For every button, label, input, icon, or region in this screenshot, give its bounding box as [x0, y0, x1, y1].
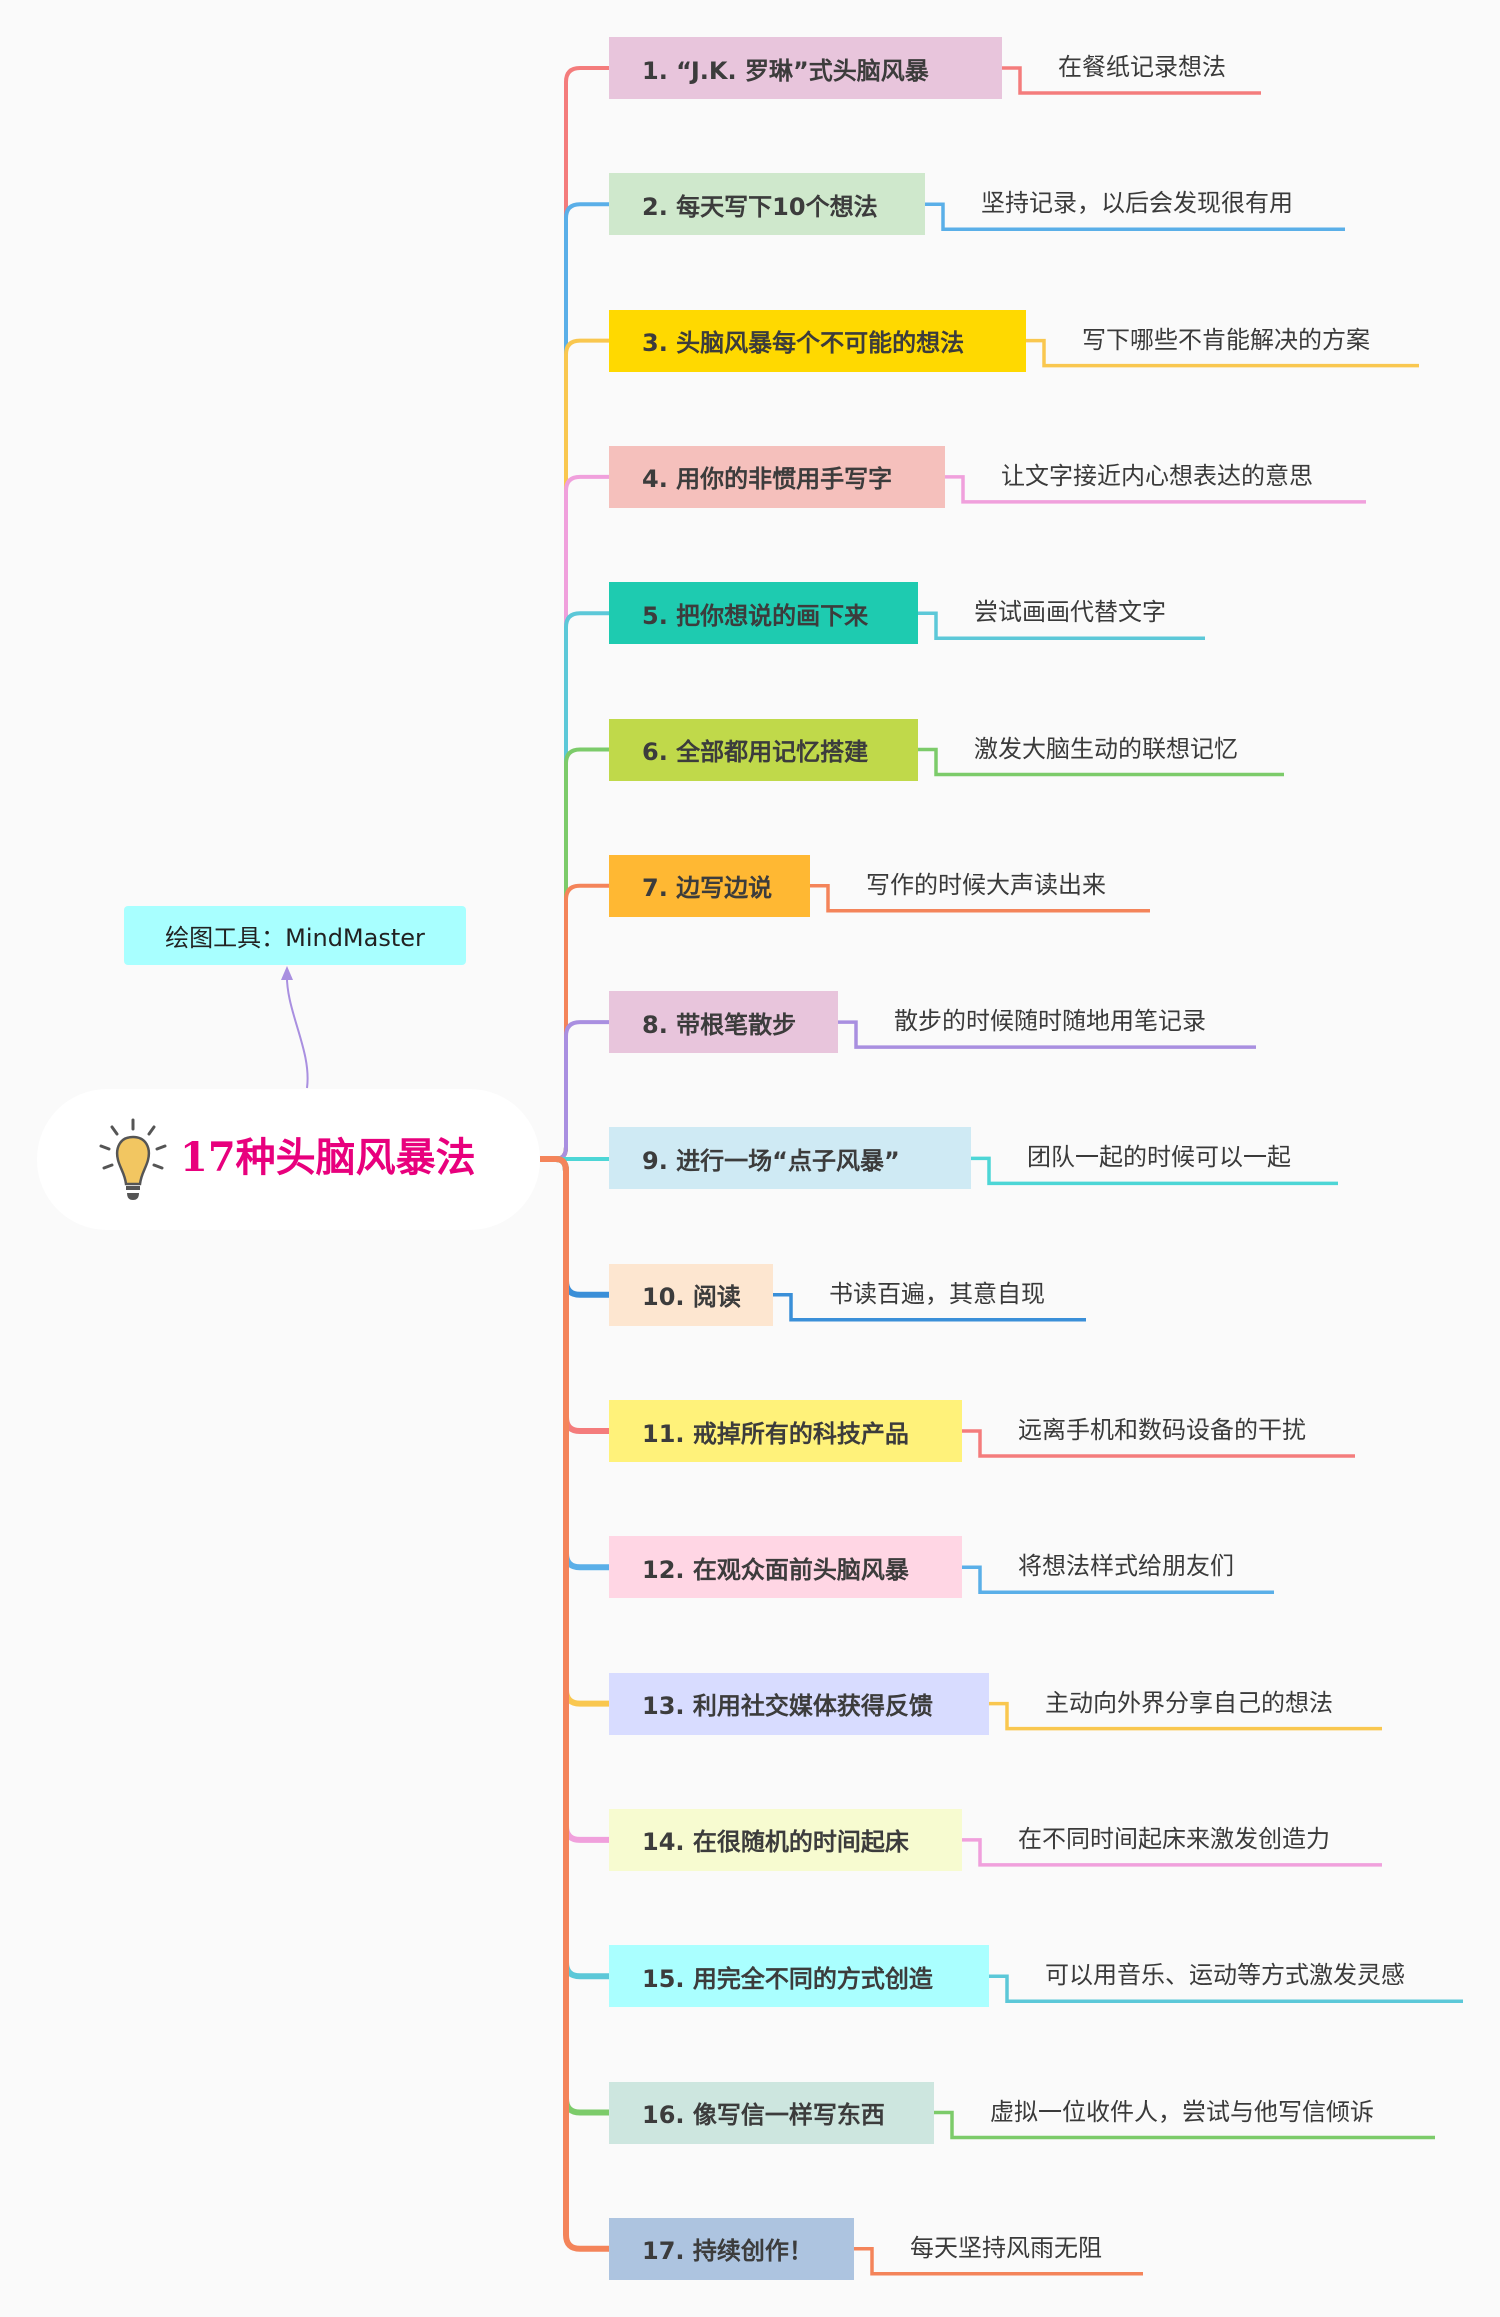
- detail-underline: [838, 1020, 1256, 1049]
- branch-topic-label: 16. 像写信一样写东西: [642, 2101, 885, 2129]
- branch-detail-14[interactable]: 在不同时间起床来激发创造力: [1018, 1824, 1330, 1853]
- branch-topic-5[interactable]: 5. 把你想说的画下来: [609, 582, 918, 645]
- detail-underline: [971, 1156, 1338, 1186]
- branch-detail-7[interactable]: 写作的时候大声读出来: [866, 870, 1106, 899]
- branch-detail-5[interactable]: 尝试画画代替文字: [974, 598, 1166, 627]
- branch-topic-label: 14. 在很随机的时间起床: [642, 1828, 909, 1857]
- branch-topic-label: 9. 进行一场“点子风暴”: [642, 1146, 900, 1175]
- detail-underline: [945, 475, 1366, 504]
- branch-topic-12[interactable]: 12. 在观众面前头脑风暴: [609, 1536, 962, 1599]
- detail-underline: [918, 611, 1205, 640]
- branch-topic-label: 7. 边写边说: [642, 874, 773, 903]
- branch-detail-17[interactable]: 每天坚持风雨无阻: [910, 2233, 1102, 2262]
- branch-connector: [540, 1156, 609, 1843]
- branch-detail-4[interactable]: 让文字接近内心想表达的意思: [1001, 461, 1313, 490]
- branch-detail-13[interactable]: 主动向外界分享自己的想法: [1045, 1688, 1333, 1717]
- lightbulb-icon: [99, 1118, 167, 1200]
- detail-underline: [854, 2247, 1143, 2276]
- branch-topic-15[interactable]: 15. 用完全不同的方式创造: [609, 1945, 989, 2008]
- branch-topic-label: 12. 在观众面前头脑风暴: [642, 1555, 909, 1584]
- detail-underline: [918, 747, 1284, 777]
- branch-topic-label: 1. “J.K. 罗琳”式头脑风暴: [642, 56, 929, 85]
- branch-topic-14[interactable]: 14. 在很随机的时间起床: [609, 1808, 962, 1871]
- detail-underline: [925, 202, 1345, 232]
- branch-topic-17[interactable]: 17. 持续创作！: [609, 2217, 854, 2280]
- branch-connector: [540, 1156, 609, 2116]
- detail-underline: [1002, 66, 1261, 95]
- branch-detail-6[interactable]: 激发大脑生动的联想记忆: [974, 734, 1238, 763]
- tool-note-arrow: [285, 971, 309, 1089]
- branch-connector: [540, 747, 609, 1161]
- detail-underline: [962, 1838, 1382, 1867]
- branch-topic-label: 10. 阅读: [642, 1283, 741, 1312]
- branch-topic-7[interactable]: 7. 边写边说: [609, 854, 810, 917]
- branch-connector: [540, 1156, 609, 1571]
- branch-topic-label: 17. 持续创作！: [642, 2237, 813, 2266]
- branch-topic-label: 15. 用完全不同的方式创造: [642, 1964, 933, 1993]
- branch-topic-11[interactable]: 11. 戒掉所有的科技产品: [609, 1400, 962, 1462]
- branch-detail-15[interactable]: 可以用音乐、运动等方式激发灵感: [1045, 1961, 1405, 1990]
- branch-detail-12[interactable]: 将想法样式给朋友们: [1018, 1552, 1234, 1581]
- branch-topic-13[interactable]: 13. 利用社交媒体获得反馈: [609, 1672, 989, 1735]
- branch-detail-1[interactable]: 在餐纸记录想法: [1058, 53, 1226, 81]
- branch-topic-label: 8. 带根笔散步: [642, 1010, 797, 1039]
- branch-detail-9[interactable]: 团队一起的时候可以一起: [1027, 1143, 1291, 1172]
- branch-topic-2[interactable]: 2. 每天写下10个想法: [609, 173, 925, 236]
- branch-topic-16[interactable]: 16. 像写信一样写东西: [609, 2081, 934, 2144]
- branch-topic-label: 5. 把你想说的画下来: [642, 601, 869, 630]
- branch-topic-10[interactable]: 10. 阅读: [609, 1263, 773, 1326]
- branch-connector: [540, 474, 609, 1161]
- branch-connector: [540, 1156, 609, 2252]
- branch-topic-label: 6. 全部都用记忆搭建: [642, 738, 869, 766]
- tool-note-callout[interactable]: 绘图工具：MindMaster: [124, 906, 466, 965]
- branch-connector: [540, 202, 609, 1161]
- branch-detail-2[interactable]: 坚持记录，以后会发现很有用: [981, 189, 1293, 218]
- detail-underline: [773, 1292, 1086, 1322]
- branch-topic-label: 11. 戒掉所有的科技产品: [642, 1419, 909, 1448]
- branch-topic-4[interactable]: 4. 用你的非惯用手写字: [609, 445, 945, 508]
- branch-topic-8[interactable]: 8. 带根笔散步: [609, 991, 838, 1054]
- branch-topic-6[interactable]: 6. 全部都用记忆搭建: [609, 718, 918, 781]
- branch-topic-label: 3. 头脑风暴每个不可能的想法: [642, 329, 965, 358]
- detail-underline: [989, 1701, 1382, 1731]
- detail-underline: [962, 1429, 1355, 1458]
- detail-underline: [989, 1974, 1463, 2003]
- branch-detail-11[interactable]: 远离手机和数码设备的干扰: [1018, 1416, 1306, 1444]
- detail-underline: [934, 2110, 1435, 2140]
- branch-detail-8[interactable]: 散步的时候随时随地用笔记录: [894, 1007, 1206, 1036]
- branch-topic-3[interactable]: 3. 头脑风暴每个不可能的想法: [609, 309, 1026, 372]
- branch-topic-1[interactable]: 1. “J.K. 罗琳”式头脑风暴: [609, 37, 1002, 99]
- central-topic-title: 17种头脑风暴法: [180, 1134, 476, 1181]
- branch-detail-16[interactable]: 虚拟一位收件人，尝试与他写信倾诉: [990, 2097, 1374, 2126]
- branch-detail-10[interactable]: 书读百遍，其意自现: [829, 1279, 1045, 1308]
- detail-underline: [1026, 338, 1419, 368]
- detail-underline: [962, 1565, 1274, 1595]
- branch-detail-3[interactable]: 写下哪些不肯能解决的方案: [1082, 325, 1370, 354]
- branch-connector: [540, 1020, 609, 1161]
- branch-topic-label: 4. 用你的非惯用手写字: [642, 465, 893, 494]
- arrowhead-icon: [281, 966, 293, 980]
- branch-connector: [540, 1156, 609, 1298]
- branch-topic-9[interactable]: 9. 进行一场“点子风暴”: [609, 1127, 971, 1190]
- branch-topic-label: 13. 利用社交媒体获得反馈: [642, 1692, 933, 1721]
- branch-topic-label: 2. 每天写下10个想法: [642, 192, 878, 221]
- detail-underline: [810, 884, 1150, 913]
